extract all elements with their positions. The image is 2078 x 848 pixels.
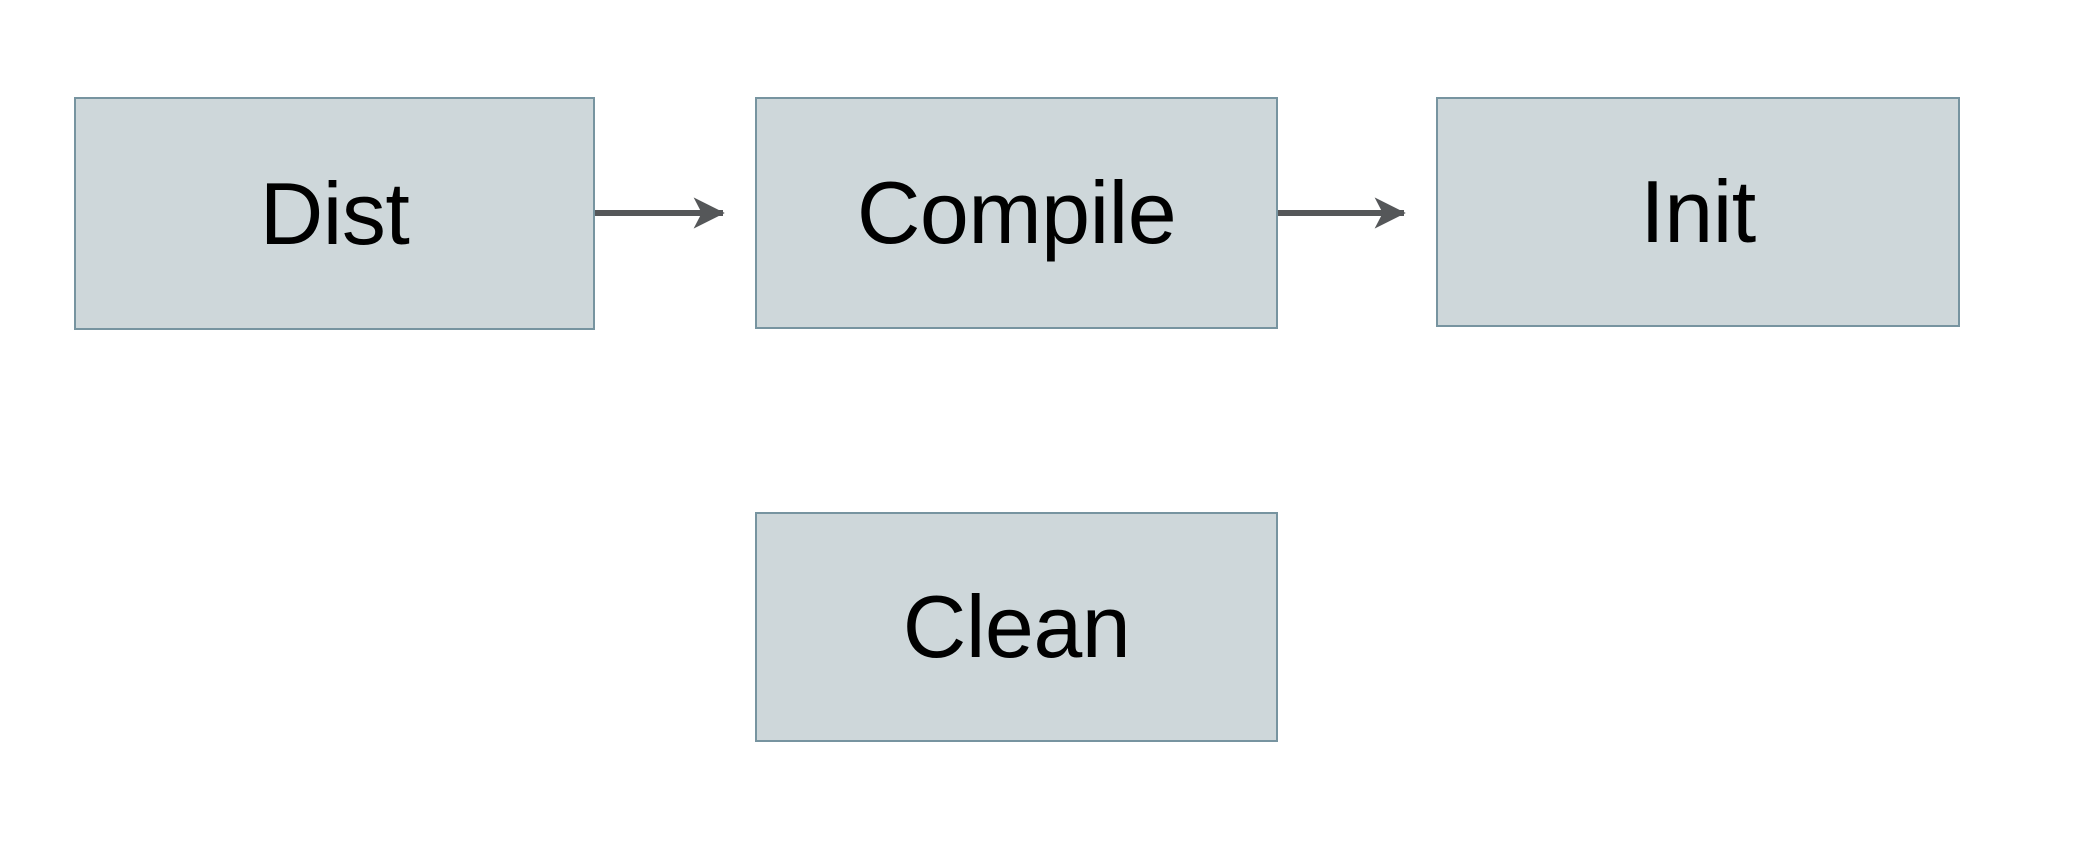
node-compile-label: Compile xyxy=(856,163,1177,262)
node-clean-label: Clean xyxy=(902,577,1131,676)
edge-compile-to-init-hitarea[interactable] xyxy=(1278,196,1436,230)
node-compile[interactable]: Compile xyxy=(755,97,1278,329)
node-dist[interactable]: Dist xyxy=(74,97,595,330)
edge-dist-to-compile-hitarea[interactable] xyxy=(595,196,755,230)
node-clean[interactable]: Clean xyxy=(755,512,1278,742)
node-init[interactable]: Init xyxy=(1436,97,1960,327)
node-init-label: Init xyxy=(1640,162,1756,261)
node-dist-label: Dist xyxy=(259,163,410,263)
